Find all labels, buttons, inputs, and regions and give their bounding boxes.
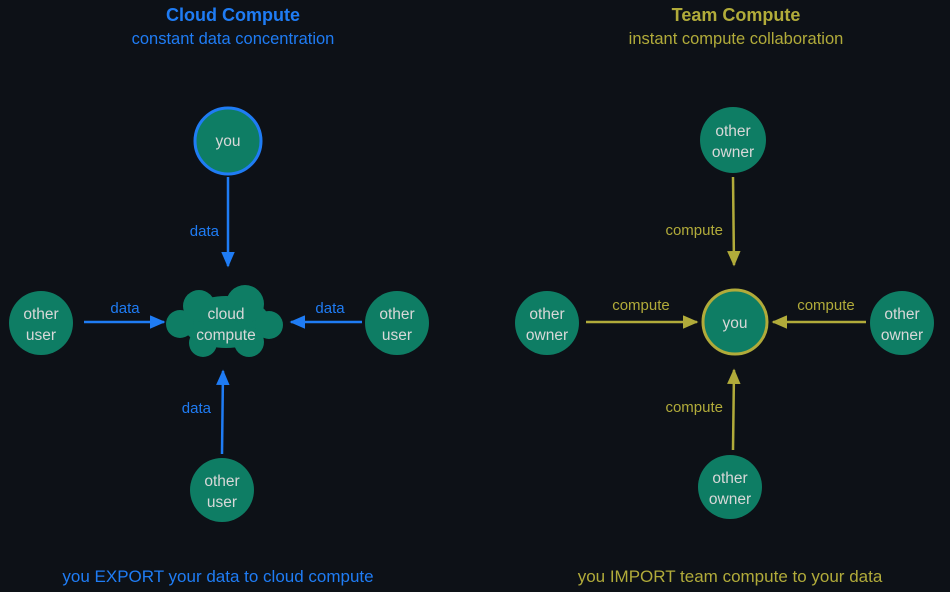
edge-top-owner-to-you [727,176,741,267]
edge-label-compute-top: compute [665,222,723,239]
cloud-bump [226,285,264,323]
node-other-owner-left [515,291,579,355]
edge-bottom-user-to-cloud [216,369,230,455]
edge-label-data-right: data [315,300,345,317]
node-other-user-right-line2: user [382,327,412,344]
node-other-owner-bottom [698,455,762,519]
node-other-owner-bottom-line2: owner [709,491,751,508]
node-other-owner-right-line1: other [884,306,919,323]
team-panel-caption: you IMPORT team compute to your data [578,567,883,586]
node-you-cloud-label: you [216,133,241,150]
node-other-user-right-line1: other [379,306,414,323]
node-you-cloud [193,106,263,176]
node-other-owner-left-line1: other [529,306,564,323]
node-other-user-bottom-line1: other [204,473,239,490]
edge-bottom-owner-to-you [727,368,741,451]
node-you-team-label: you [723,315,748,332]
node-other-owner-top [700,107,766,173]
node-other-user-bottom-line2: user [207,494,237,511]
edge-label-data-top: data [190,223,220,240]
cloud-panel-subtitle: constant data concentration [132,30,335,48]
edge-label-compute-right: compute [797,297,855,314]
cloud-bump [189,329,217,357]
team-panel-subtitle: instant compute collaboration [629,30,844,48]
cloud-compute-panel: Cloud Compute constant data concentratio… [9,5,429,586]
cloud-bump [255,311,283,339]
cloud-label-line1: cloud [207,306,244,323]
node-other-user-left-line1: other [23,306,58,323]
edge-label-compute-bottom: compute [665,399,723,416]
node-other-owner-bottom-line1: other [712,470,747,487]
cloud-bump [234,327,264,357]
node-other-user-left [9,291,73,355]
node-other-owner-top-line1: other [715,123,750,140]
cloud-bump [183,290,215,322]
cloud-bump [166,310,194,338]
node-other-owner-right [870,291,934,355]
edge-label-compute-left: compute [612,297,670,314]
node-other-owner-right-line2: owner [881,327,923,344]
node-other-owner-left-line2: owner [526,327,568,344]
node-other-owner-top-line2: owner [712,144,754,161]
node-you-team [701,288,769,356]
node-other-user-right [365,291,429,355]
cloud-panel-caption: you EXPORT your data to cloud compute [62,567,373,586]
team-compute-panel: Team Compute instant compute collaborati… [515,5,934,586]
edge-label-data-bottom: data [182,400,212,417]
cloud-panel-title: Cloud Compute [166,5,300,25]
node-other-user-left-line2: user [26,327,56,344]
edge-label-data-left: data [110,300,140,317]
cloud-label-line2: compute [196,327,255,344]
cloud-shape: cloud compute [166,285,283,357]
team-panel-title: Team Compute [672,5,801,25]
node-other-user-bottom [190,458,254,522]
